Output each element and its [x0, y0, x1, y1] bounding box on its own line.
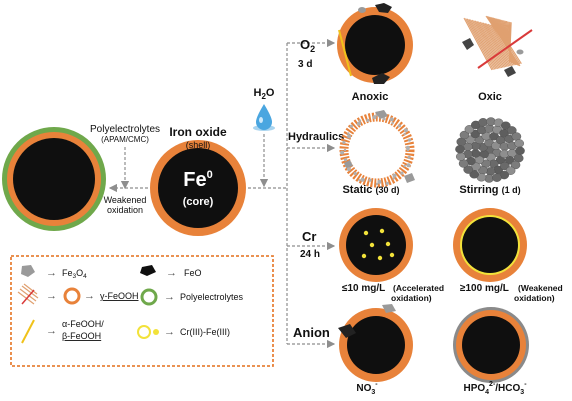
legend-arrow: → [164, 291, 175, 303]
branch-connectors [248, 43, 288, 344]
green-ring-icon [140, 288, 158, 306]
h2o-label: H2O [254, 87, 275, 101]
no3-particle [338, 304, 413, 382]
cr-low-particle [339, 208, 413, 282]
legend-arrow: → [46, 290, 57, 302]
fe3o4-icon [21, 265, 35, 277]
anion-label: Anion [293, 325, 330, 340]
svg-text:α-FeOOH/: α-FeOOH/ [62, 319, 104, 329]
legend-box [10, 255, 274, 367]
legend-gamma-feooh: → → γ-FeOOH [17, 283, 139, 305]
gamma-feooh-icon [17, 283, 39, 305]
legend-fe3o4: → Fe3O4 [21, 265, 87, 280]
hpo4-hco3-particle [453, 307, 529, 383]
legend-feo: → FeO [140, 265, 202, 279]
legend-arrow: → [46, 267, 57, 279]
cr-low-note-1: (Accelerated [393, 283, 444, 293]
o2-time-label: 3 d [298, 59, 312, 70]
stirring-label: Stirring (1 d) [459, 184, 520, 196]
o2-label: O2 [300, 37, 315, 54]
fe0-particle [150, 140, 246, 236]
stirring-particle [455, 117, 525, 183]
core-label: (core) [183, 196, 214, 208]
anoxic-label: Anoxic [352, 91, 389, 103]
svg-text:Cr(III)-Fe(III): Cr(III)-Fe(III) [180, 327, 230, 337]
polyelectrolyte-particle [2, 127, 106, 231]
svg-text:FeO: FeO [184, 268, 202, 278]
legend-alpha-beta-feooh: → α-FeOOH/ β-FeOOH [21, 319, 104, 344]
legend-arrow: → [164, 326, 175, 338]
fe0-label: Fe0 [183, 169, 212, 191]
static-particle [339, 110, 415, 188]
cr-label: Cr [302, 229, 316, 244]
cr-low-label: ≤10 mg/L [342, 283, 385, 294]
iron-oxide-label: Iron oxide [169, 125, 227, 139]
legend-arrow: → [46, 325, 57, 337]
cr-low-note-2: oxidation) [391, 293, 432, 303]
cr-high-note-1: (Weakened [518, 283, 563, 293]
oxic-label: Oxic [478, 91, 502, 103]
cr-time-label: 24 h [300, 249, 320, 260]
hydraulics-label: Hydraulics [288, 131, 344, 143]
svg-text:Polyelectrolytes: Polyelectrolytes [180, 292, 244, 302]
feo-icon [140, 265, 156, 276]
cr-fe-dot-icon [153, 329, 159, 335]
shell-label: (shell) [186, 140, 211, 150]
legend-arrow: → [84, 290, 95, 302]
cr-high-particle [453, 208, 527, 282]
weakened-oxidation-label-2: oxidation [107, 205, 143, 215]
cr-high-label: ≥100 mg/L [460, 283, 509, 294]
legend-arrow: → [166, 267, 177, 279]
polyelectrolytes-subtitle: (APAM/CMC) [101, 135, 149, 144]
hpo4-hco3-label: HPO42-/HCO3- [463, 381, 527, 396]
legend-polyelectrolytes: → Polyelectrolytes [140, 288, 244, 306]
legend-cr-fe: → Cr(III)-Fe(III) [137, 325, 230, 339]
alpha-feooh-needle-icon [21, 319, 35, 344]
cr-high-note-2: oxidation) [514, 293, 555, 303]
water-drop-icon [253, 104, 275, 131]
polyelectrolytes-title: Polyelectrolytes [90, 124, 160, 135]
svg-text:Fe3O4: Fe3O4 [62, 268, 87, 280]
static-label: Static (30 d) [342, 184, 399, 196]
svg-text:γ-FeOOH: γ-FeOOH [100, 291, 139, 301]
anoxic-particle [337, 3, 413, 84]
cr-fe-ring-icon [137, 325, 151, 339]
oxic-particle [462, 15, 533, 77]
orange-ring-icon [63, 287, 81, 305]
svg-text:β-FeOOH: β-FeOOH [62, 331, 101, 341]
no3-label: NO3- [356, 381, 378, 396]
weakened-oxidation-label-1: Weakened [104, 195, 147, 205]
